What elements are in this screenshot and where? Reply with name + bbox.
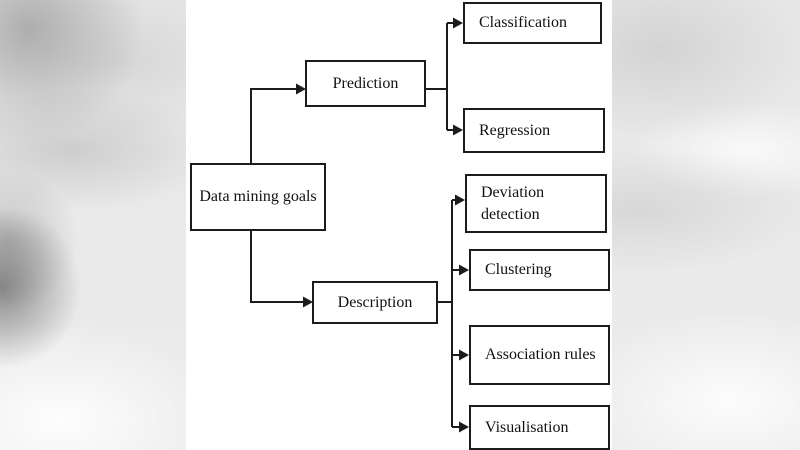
node-label: Association rules [485, 346, 596, 364]
node-label: Regression [479, 121, 551, 139]
node-classification: Classification [463, 2, 602, 44]
node-deviation-detection: Deviation detection [465, 174, 607, 233]
node-label: Description [337, 293, 413, 311]
node-label: Prediction [332, 74, 399, 92]
node-description: Description [312, 281, 438, 324]
node-clustering: Clustering [469, 249, 610, 291]
node-regression: Regression [463, 108, 605, 153]
node-visualisation: Visualisation [469, 405, 610, 450]
node-prediction: Prediction [305, 60, 426, 107]
node-data-mining-goals: Data mining goals [190, 163, 326, 231]
node-label: Deviation detection [481, 183, 545, 223]
node-label: Clustering [485, 261, 552, 279]
node-label: Data mining goals [199, 188, 317, 206]
node-label: Visualisation [485, 418, 569, 436]
node-label: Classification [479, 14, 567, 32]
node-association-rules: Association rules [469, 325, 610, 385]
